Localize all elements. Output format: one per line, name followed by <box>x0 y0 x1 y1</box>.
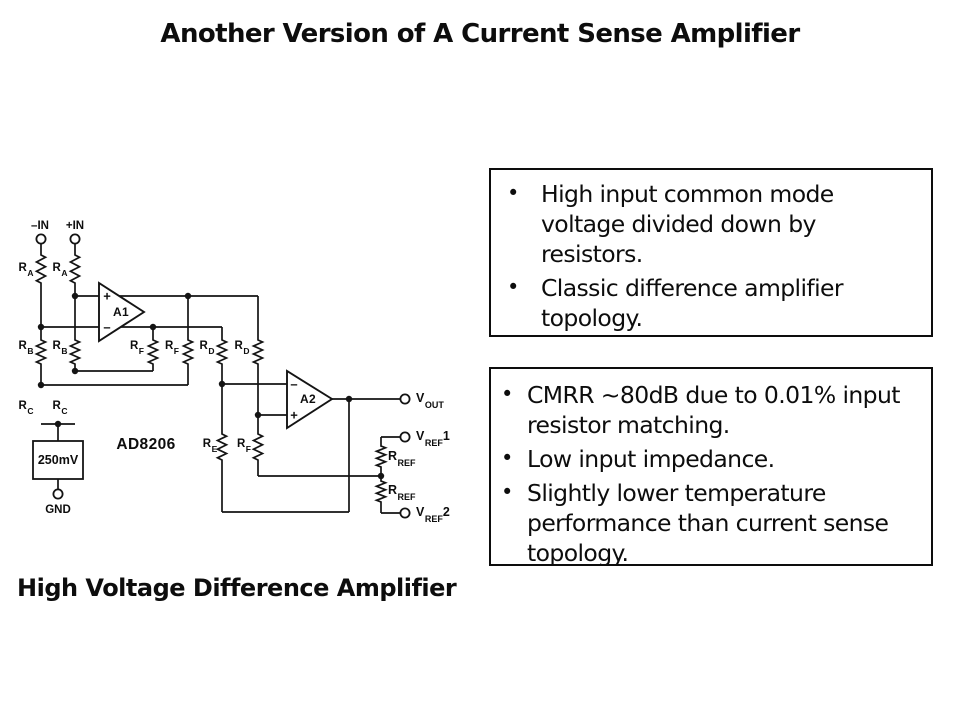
slide-caption: High Voltage Difference Amplifier <box>17 574 457 602</box>
resistor-rb-1 <box>34 327 48 385</box>
resistor-label-rref1: RREF <box>388 448 416 468</box>
resistor-label-rc2: RC <box>52 399 68 417</box>
opamp-a2-label: A2 <box>300 392 316 406</box>
bullet-item: Low input impedance. <box>497 443 927 474</box>
offset-source-box <box>32 440 84 480</box>
resistor-label-rf3: RF <box>236 437 252 455</box>
resistor-rd-1 <box>215 327 229 384</box>
junction-dot <box>254 411 262 419</box>
pos-input-label: +IN <box>65 220 85 232</box>
a1-minus-sign: – <box>103 319 111 335</box>
offset-source-label: 250mV <box>37 453 79 467</box>
vout-label: VOUT <box>416 390 444 410</box>
junction-dot <box>377 472 385 480</box>
terminal-vref1 <box>399 431 411 443</box>
resistor-rb-2 <box>68 296 82 371</box>
junction-dot <box>71 292 79 300</box>
opamp-a1-label: A1 <box>113 305 129 319</box>
terminal-neg-in <box>35 233 47 245</box>
bullet-item: Classic difference amplifier topology. <box>503 272 923 333</box>
neg-input-label: –IN <box>31 220 49 232</box>
resistor-ra-1 <box>34 244 48 327</box>
a2-minus-sign: – <box>290 376 298 392</box>
resistor-re <box>215 384 229 512</box>
a2-plus-sign: + <box>290 407 298 423</box>
slide-title: Another Version of A Current Sense Ampli… <box>160 19 800 49</box>
resistor-label-rb1: RB <box>18 339 34 357</box>
terminal-vout <box>399 393 411 405</box>
bullet-item: High input common mode voltage divided d… <box>503 178 923 269</box>
vref1-label: VREF1 <box>416 428 450 448</box>
resistor-label-rf2: RF <box>164 339 180 357</box>
resistor-label-rd2: RD <box>234 339 250 357</box>
resistor-label-rd1: RD <box>199 339 215 357</box>
junction-dot <box>37 323 45 331</box>
circuit-wires <box>41 295 400 514</box>
chip-label: AD8206 <box>116 436 176 453</box>
resistor-rref-2 <box>374 476 388 513</box>
bullet-item: Slightly lower temperature performance t… <box>497 477 927 568</box>
resistor-label-rb2: RB <box>52 339 68 357</box>
terminal-gnd <box>52 488 64 500</box>
bullet-item: CMRR ~80dB due to 0.01% input resistor m… <box>497 379 927 440</box>
junction-dot <box>37 381 45 389</box>
junction-dot <box>71 367 79 375</box>
junction-dot <box>218 380 226 388</box>
bullet-list: High input common mode voltage divided d… <box>491 170 931 333</box>
info-box-performance: CMRR ~80dB due to 0.01% input resistor m… <box>489 367 933 568</box>
resistor-label-rc1: RC <box>18 399 34 417</box>
resistor-rref-1 <box>374 437 388 476</box>
info-box-topology: High input common mode voltage divided d… <box>489 168 933 337</box>
vref2-label: VREF2 <box>416 504 450 524</box>
resistor-rd-2 <box>251 296 265 415</box>
resistor-label-ra2: RA <box>52 261 68 279</box>
opamp-a1-symbol <box>98 281 146 343</box>
gnd-label: GND <box>45 504 71 516</box>
resistor-label-ra1: RA <box>18 261 34 279</box>
junction-dot <box>54 420 62 428</box>
junction-dot <box>149 323 157 331</box>
resistor-rf-3 <box>251 415 265 476</box>
bullet-list: CMRR ~80dB due to 0.01% input resistor m… <box>491 369 931 568</box>
opamp-a2-symbol <box>286 369 334 430</box>
junction-dot <box>184 292 192 300</box>
a1-plus-sign: + <box>103 288 111 304</box>
resistor-ra-2 <box>68 244 82 296</box>
resistor-label-rf1: RF <box>129 339 145 357</box>
terminal-pos-in <box>69 233 81 245</box>
junction-dot <box>345 395 353 403</box>
resistor-label-rref2: RREF <box>388 482 416 502</box>
resistor-rf-1 <box>146 327 160 371</box>
terminal-vref2 <box>399 507 411 519</box>
resistor-label-re: RE <box>202 437 218 455</box>
resistor-rf-2 <box>181 296 195 385</box>
